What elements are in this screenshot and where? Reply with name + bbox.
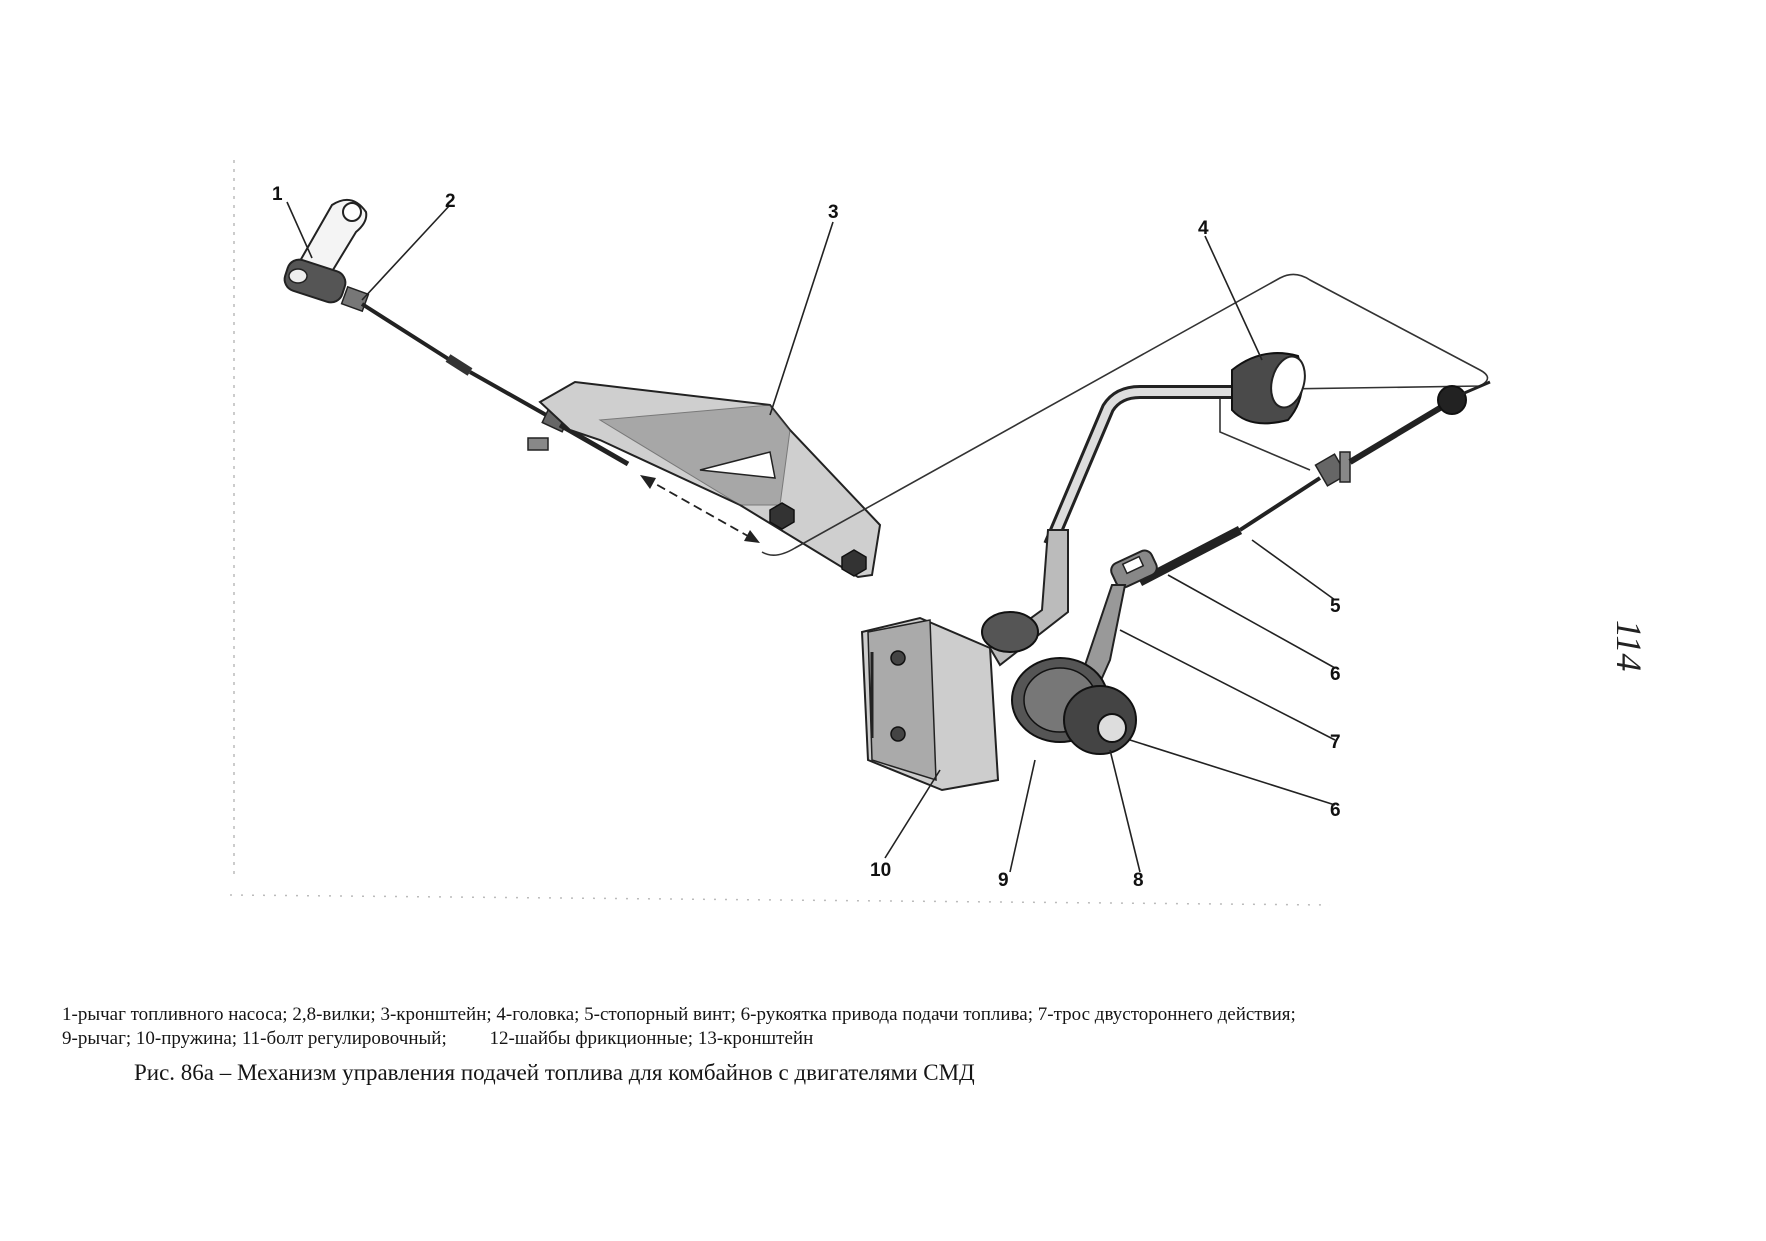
- adjustment-arrow: [640, 475, 760, 543]
- callout-2: 2: [445, 191, 456, 212]
- callout-9: 9: [998, 870, 1009, 891]
- friction-drum: [981, 611, 1137, 755]
- fork-and-rod: [340, 285, 630, 467]
- callout-3: 3: [828, 202, 839, 223]
- legend-line-2: 9-рычаг; 10-пружина; 11-болт регулировоч…: [62, 1028, 814, 1049]
- lever-fork: [1110, 549, 1158, 589]
- bracket-plate: [527, 380, 882, 579]
- callout-10: 10: [870, 860, 891, 881]
- mounting-bracket: [860, 529, 1069, 792]
- callout-7: 7: [1330, 732, 1341, 753]
- leader-lines: [286, 201, 1336, 873]
- right-rod-assembly: [1137, 380, 1491, 586]
- fuel-pump-lever: [283, 198, 368, 304]
- legend-line-1: 1-рычаг топливного насоса; 2,8-вилки; 3-…: [62, 1004, 1296, 1025]
- callout-6-lower: 6: [1330, 800, 1341, 821]
- callout-6-upper: 6: [1330, 664, 1341, 685]
- callout-4: 4: [1198, 218, 1209, 239]
- cable-outline: [761, 273, 1489, 556]
- callout-8: 8: [1133, 870, 1144, 891]
- control-handle: [1043, 352, 1306, 548]
- callout-5: 5: [1330, 596, 1341, 617]
- callout-1: 1: [272, 184, 283, 205]
- scan-frame-bottom: [229, 894, 1331, 906]
- sheet-number: 114: [1609, 620, 1649, 672]
- figure-caption: Рис. 86а – Механизм управления подачей т…: [134, 1060, 975, 1085]
